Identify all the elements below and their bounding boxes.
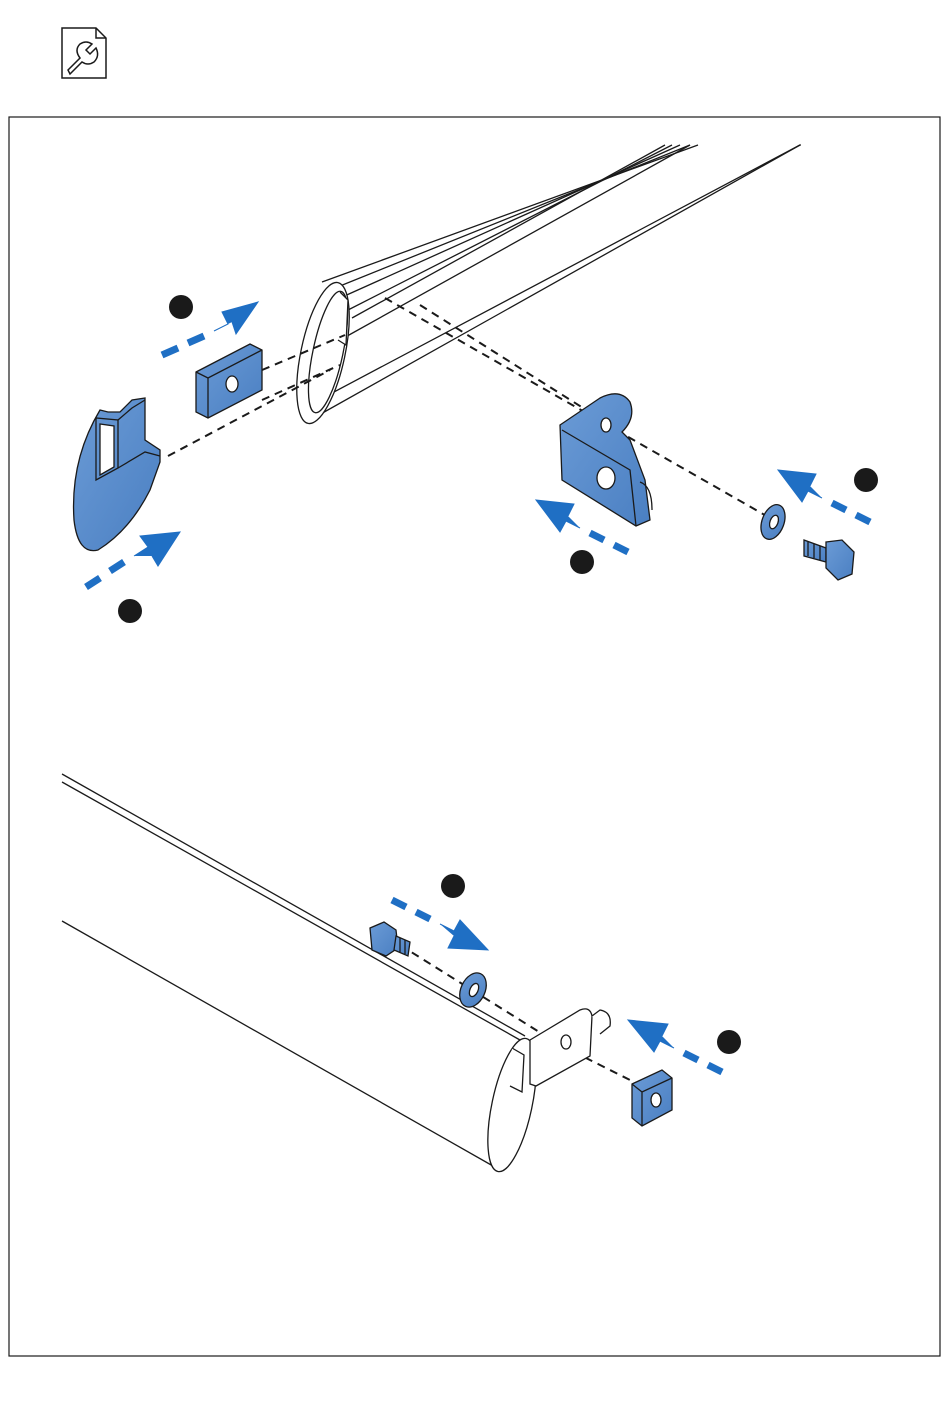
end-cap-top	[74, 398, 160, 551]
arrow-nut-bottom	[628, 1020, 722, 1072]
washer-bottom	[455, 969, 492, 1012]
step-marker-6	[717, 1030, 741, 1054]
square-nut-bottom	[632, 1070, 672, 1126]
step-marker-2	[118, 599, 142, 623]
wrench-document-icon	[62, 28, 106, 78]
washer-top	[757, 501, 790, 542]
top-assembly	[74, 145, 878, 623]
step-marker-3	[570, 550, 594, 574]
diagram-frame	[9, 117, 940, 1356]
bracket-top	[560, 394, 652, 526]
step-marker-4	[854, 468, 878, 492]
step-marker-1	[169, 295, 193, 319]
bolt-top	[804, 540, 854, 580]
bolt-bottom	[370, 922, 410, 956]
square-nut-top	[196, 344, 262, 418]
step-marker-5	[441, 874, 465, 898]
bottom-assembly	[62, 774, 741, 1176]
rail-top	[287, 145, 800, 428]
bracket-bottom	[530, 1009, 610, 1086]
